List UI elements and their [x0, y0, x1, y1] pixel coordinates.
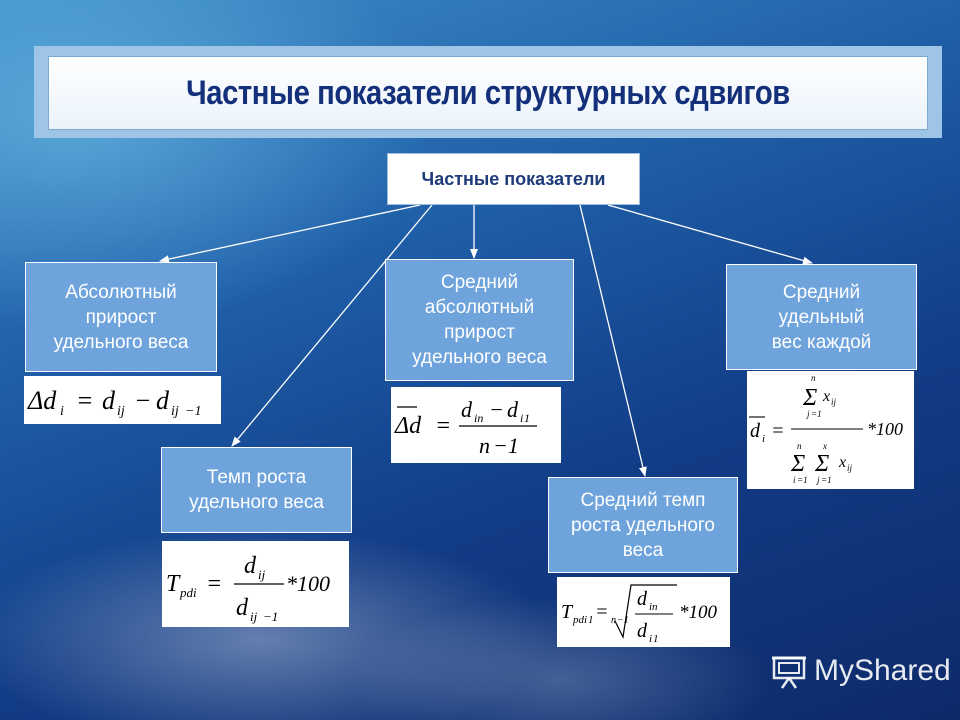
svg-text:=: = [435, 413, 451, 439]
svg-text:*100: *100 [679, 602, 718, 623]
svg-text:Δd: Δd [394, 413, 422, 439]
svg-text:pdi: pdi [572, 614, 587, 626]
presentation-icon [772, 656, 806, 689]
abs-growth-box: Абсолютный прирост удельного веса [25, 262, 217, 372]
growth-rate-box: Темп роста удельного веса [161, 447, 352, 533]
svg-text:=1: =1 [821, 475, 832, 485]
svg-text:−1: −1 [185, 404, 201, 419]
svg-text:=: = [206, 571, 222, 597]
avg-growth-rate-box: Средний темп роста удельного веса [548, 477, 738, 573]
svg-text:ij: ij [847, 463, 853, 473]
svg-text:T: T [166, 571, 181, 597]
avg-abs-growth-box: Средний абсолютный прирост удельного вес… [385, 259, 574, 381]
svg-text:1: 1 [653, 633, 659, 645]
svg-text:=: = [595, 601, 609, 623]
svg-text:ij: ij [117, 404, 125, 419]
svg-text:=1: =1 [797, 475, 808, 485]
arrow-to-temp [231, 204, 433, 447]
svg-text:=: = [76, 386, 94, 415]
svg-text:pdi: pdi [179, 585, 197, 600]
svg-text:n: n [479, 433, 490, 458]
formula-growth-rate: T pdi = d ij d ij −1 *100 [162, 541, 349, 627]
avg-share-box: Средний удельный вес каждой [726, 264, 917, 370]
svg-text:d: d [637, 620, 648, 642]
svg-text:*100: *100 [867, 419, 903, 439]
arrow-to-avg-share [607, 204, 813, 265]
svg-text:i: i [60, 404, 64, 419]
formula-avg-share: d i = n Σ j =1 x ij n Σ i =1 x Σ j =1 x … [747, 371, 914, 489]
svg-text:n: n [611, 615, 616, 626]
svg-text:−1: −1 [493, 433, 519, 458]
svg-text:1: 1 [524, 411, 530, 425]
svg-text:d: d [236, 595, 249, 621]
title-banner: Частные показатели структурных сдвигов [34, 46, 942, 138]
svg-text:=: = [771, 420, 785, 442]
svg-text:in: in [474, 411, 483, 425]
svg-text:1: 1 [588, 614, 594, 626]
svg-text:j: j [806, 409, 810, 419]
svg-text:i: i [762, 433, 765, 445]
formula-avg-growth-rate: T pdi 1 = n −1 d in d i 1 *100 [557, 577, 730, 647]
svg-text:−: − [489, 397, 504, 422]
svg-text:n: n [797, 441, 802, 451]
svg-text:in: in [649, 601, 658, 613]
watermark-logo: MyShared [770, 652, 951, 690]
logo-text: MyShared [814, 654, 951, 687]
svg-text:x: x [822, 388, 830, 405]
svg-text:T: T [561, 601, 574, 623]
root-box: Частные показатели [387, 153, 640, 205]
svg-text:Σ: Σ [802, 385, 817, 411]
svg-text:−1: −1 [263, 609, 278, 624]
svg-text:i: i [793, 475, 796, 485]
svg-text:−1: −1 [617, 615, 629, 626]
arrow-to-abs [159, 204, 421, 264]
svg-text:*100: *100 [286, 571, 330, 596]
svg-text:Δd: Δd [27, 386, 57, 415]
formula-abs-growth: Δd i = d ij − d ij −1 [24, 376, 221, 424]
svg-text:−: − [134, 386, 152, 415]
svg-text:ij: ij [171, 404, 179, 419]
svg-text:d: d [637, 588, 648, 610]
svg-text:x: x [822, 441, 827, 451]
svg-text:Σ: Σ [790, 451, 805, 477]
svg-text:i: i [520, 411, 523, 425]
svg-text:d: d [750, 420, 761, 442]
svg-text:ij: ij [250, 609, 258, 624]
title-panel: Частные показатели структурных сдвигов [48, 56, 928, 130]
svg-text:x: x [838, 454, 846, 471]
svg-text:i: i [649, 633, 652, 645]
slide-title: Частные показатели структурных сдвигов [186, 73, 790, 112]
svg-text:d: d [244, 553, 257, 579]
svg-text:d: d [461, 397, 473, 422]
svg-text:ij: ij [831, 397, 837, 407]
svg-text:=1: =1 [811, 409, 822, 419]
formula-avg-abs-growth: Δd = d in − d i 1 n −1 [391, 387, 561, 463]
svg-text:Σ: Σ [814, 451, 829, 477]
svg-text:d: d [156, 386, 170, 415]
svg-text:d: d [102, 386, 116, 415]
svg-text:d: d [507, 397, 519, 422]
svg-text:n: n [811, 373, 816, 383]
arrow-to-avg-temp [579, 204, 647, 477]
svg-text:j: j [816, 475, 820, 485]
svg-text:ij: ij [258, 567, 266, 582]
